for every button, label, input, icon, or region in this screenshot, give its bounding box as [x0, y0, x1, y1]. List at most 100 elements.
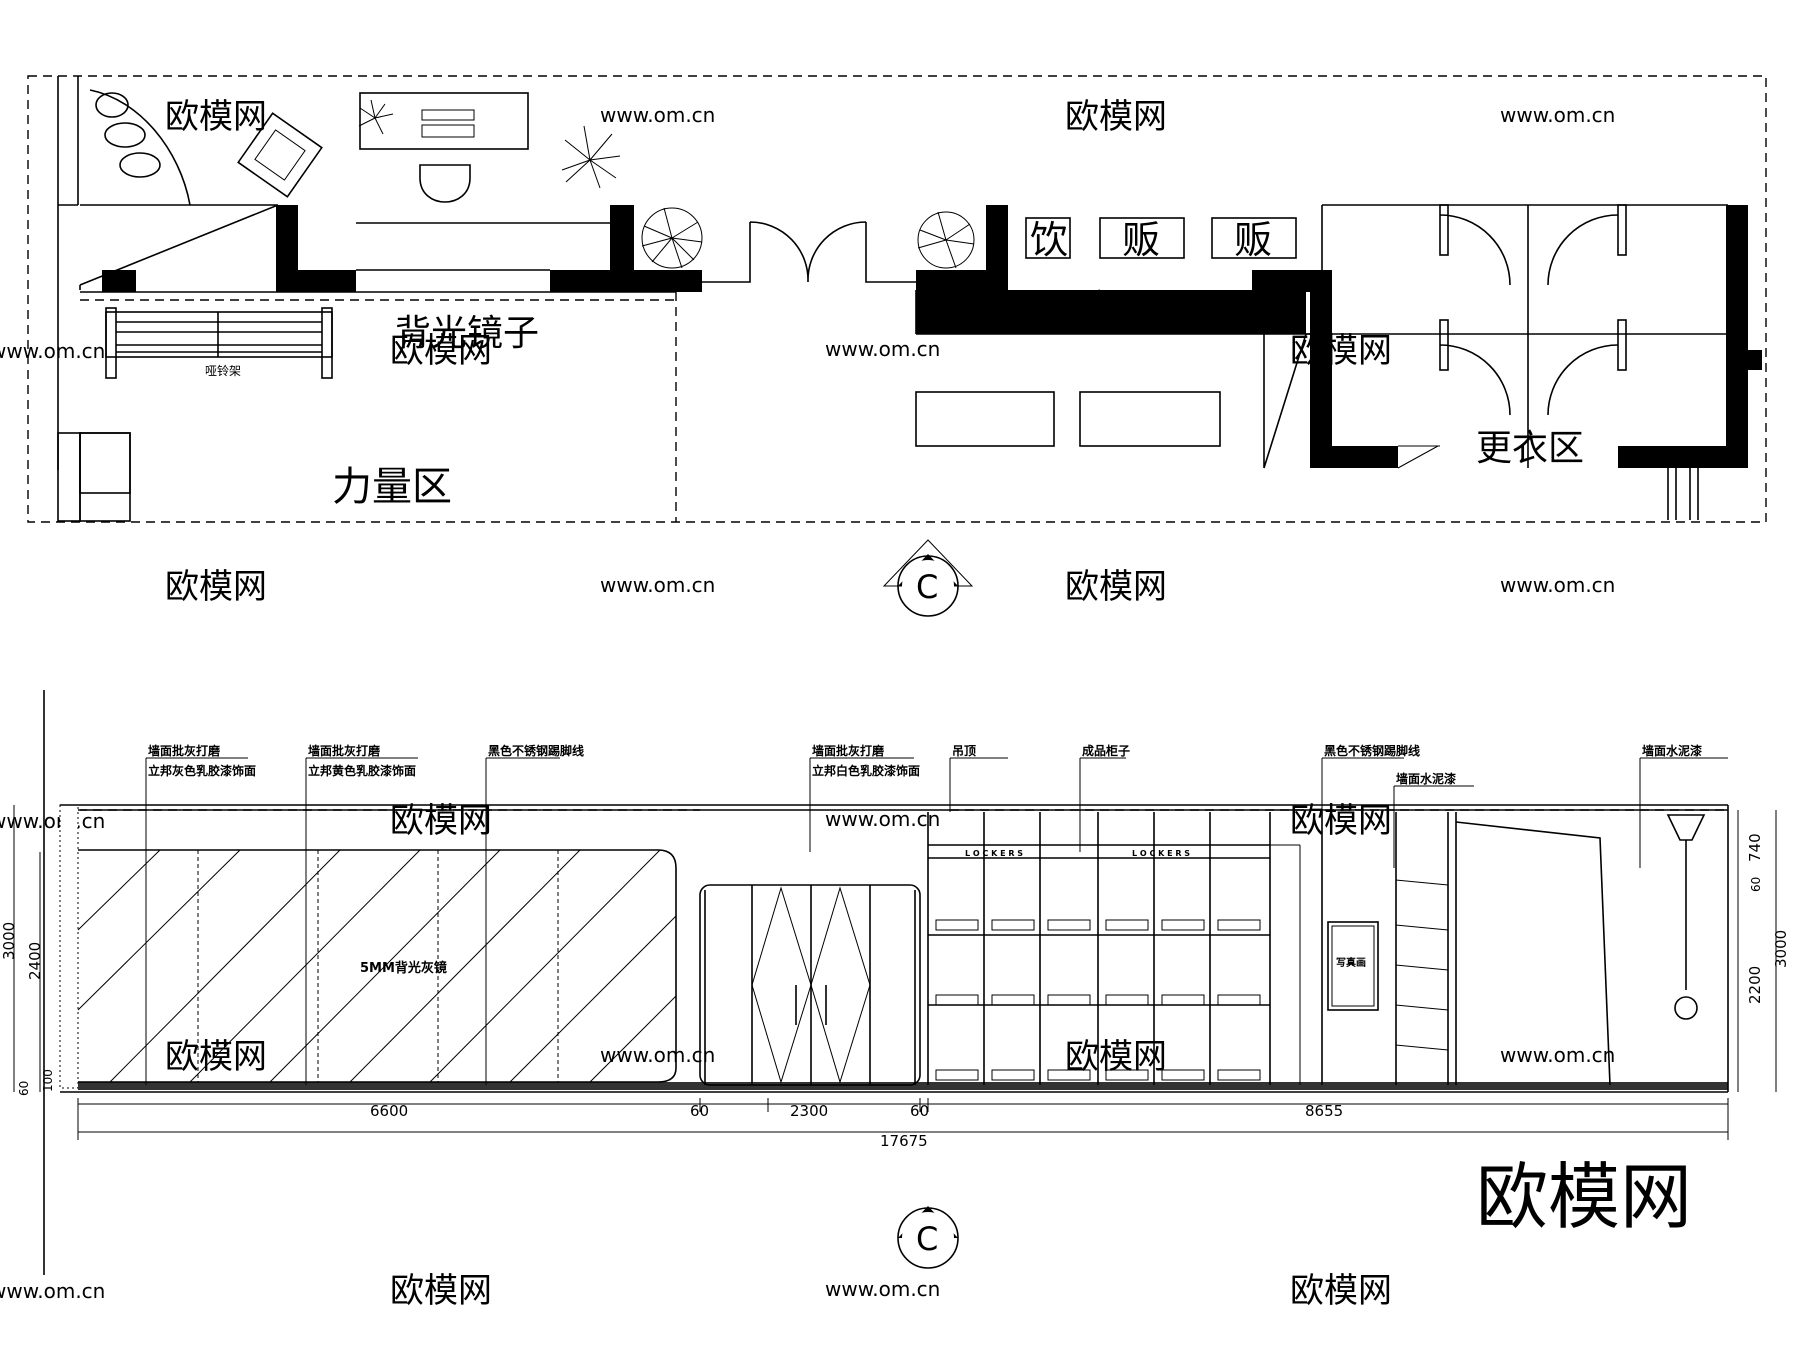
dim-text: 60: [910, 1102, 929, 1120]
wall-pier: [102, 270, 136, 292]
left-post-inner: [79, 432, 131, 494]
vending-box: [1099, 217, 1185, 259]
door-jamb: [1439, 204, 1449, 256]
dim-right-lines: [1737, 810, 1777, 1092]
watermark-url: www.om.cn: [825, 807, 940, 831]
left-wall: [57, 76, 79, 470]
right-slant: [1455, 821, 1611, 1086]
mirror-label: 5MM背光灰镜: [360, 960, 447, 976]
watermark-brand: 欧模网: [1290, 1271, 1392, 1311]
door-diamond: [751, 886, 871, 1084]
watermark-url: www.om.cn: [600, 573, 715, 597]
watermark-url: www.om.cn: [600, 1043, 715, 1067]
annotation-leaders: [145, 757, 1728, 1085]
mirror-panel: [78, 849, 677, 1083]
changing-zone-label: 更衣区: [1476, 428, 1584, 469]
note-text: 墙面水泥漆: [1642, 743, 1702, 758]
wall-pier: [986, 205, 1008, 292]
lockers-label: L O C K E R S: [965, 849, 1023, 858]
watermark-brand: 欧模网: [390, 331, 492, 371]
mirror-wall: [356, 222, 610, 271]
door-jamb: [1617, 319, 1627, 371]
sofa-curve: [89, 89, 191, 206]
watermark-brand: 欧模网: [165, 97, 267, 137]
power-zone-label: 力量区: [332, 464, 452, 510]
desk-chair: [419, 164, 471, 203]
vending-label: 贩: [1122, 218, 1160, 262]
dim-text: 6600: [370, 1102, 408, 1120]
note-text: 立邦黄色乳胶漆饰面: [308, 763, 416, 778]
mirror-label: 背光镜子: [395, 313, 539, 354]
changing-wall: [1618, 446, 1748, 468]
watermark-layer: 欧模网 www.om.cn 欧模网 www.om.cn www.om.cn 欧模…: [0, 97, 1615, 1311]
dim-total: 17675: [880, 1132, 928, 1150]
lockers-label: L O C K E R S: [1132, 849, 1190, 858]
photo-wall-label: 写真画: [1336, 956, 1366, 969]
door-jamb: [1617, 204, 1627, 256]
dim-text: 2300: [790, 1102, 828, 1120]
watermark-brand: 欧模网: [165, 567, 267, 607]
watermark-url: www.om.cn: [1500, 573, 1615, 597]
glass-door-frame: [699, 884, 921, 1086]
vending-diag: [915, 289, 1301, 335]
note-text: 黑色不锈钢踢脚线: [488, 743, 584, 758]
dim-right: 60: [1749, 877, 1763, 892]
changing-room-top: [1321, 204, 1728, 272]
dumbbell-rack-label: 哑铃架: [205, 363, 241, 378]
reception-desk: [359, 92, 529, 150]
plant-icon: [917, 211, 975, 269]
note-text: 成品柜子: [1082, 743, 1130, 758]
changing-entry: [1397, 445, 1440, 469]
changing-exit: [1667, 468, 1699, 520]
dim-right: 740: [1746, 833, 1764, 862]
floor-plan: 哑铃架 背光镜子 力量区 饮 贩 贩: [27, 75, 1767, 617]
dim-right: 2200: [1746, 966, 1764, 1004]
watermark-url: www.om.cn: [825, 337, 940, 361]
note-text: 立邦白色乳胶漆饰面: [812, 763, 920, 778]
section-marker-label: C: [916, 568, 938, 606]
dimension-lines: [77, 1098, 1729, 1140]
watermark-brand: 欧模网: [1065, 1037, 1167, 1077]
pendant-lamp-icon: [1666, 814, 1706, 1020]
cushion: [95, 92, 129, 118]
vending-label: 贩: [1234, 218, 1272, 262]
dim-text: 8655: [1305, 1102, 1343, 1120]
dumbbell-rack: [105, 307, 333, 379]
section-marker-label: C: [916, 1220, 938, 1258]
photo-wall-inner: [1331, 925, 1375, 1007]
wall-pier: [276, 270, 356, 292]
watermark-brand: 欧模网: [165, 1037, 267, 1077]
dim-text: 60: [690, 1102, 709, 1120]
watermark-brand: 欧模网: [1290, 801, 1392, 841]
note-text: 墙面批灰打磨: [308, 743, 380, 758]
wall-pier: [916, 270, 1002, 292]
watermark-url: www.om.cn: [0, 809, 105, 833]
vending-wall: [916, 290, 1306, 334]
section-marker: C: [882, 539, 974, 617]
left-column: [57, 432, 81, 522]
bench: [1079, 391, 1221, 447]
plant-icon: [641, 207, 703, 269]
note-text: 黑色不锈钢踢脚线: [1324, 743, 1420, 758]
dim-left-lines: [13, 805, 41, 1092]
watermark-url: www.om.cn: [1500, 1043, 1615, 1067]
bench: [915, 391, 1055, 447]
watermark-brand: 欧模网: [1065, 97, 1167, 137]
left-post: [79, 432, 131, 522]
note-text: 立邦灰色乳胶漆饰面: [148, 763, 256, 778]
watermark-url: www.om.cn: [825, 1277, 940, 1301]
watermark-url: www.om.cn: [0, 339, 105, 363]
elevation: 5MM背光灰镜: [0, 690, 1790, 1275]
mirror-hatch: [77, 849, 677, 1083]
changing-wall: [1310, 446, 1398, 468]
right-shelving: [1395, 879, 1449, 1085]
watermark-brand: 欧模网: [390, 801, 492, 841]
wall-pier: [610, 205, 634, 292]
door-handle: [795, 985, 827, 1025]
armchair: [237, 112, 323, 198]
note-text: 墙面批灰打磨: [148, 743, 220, 758]
brand-logo: 欧模网: [1476, 1155, 1692, 1239]
cushion: [104, 122, 146, 148]
vending-box: [1211, 217, 1297, 259]
